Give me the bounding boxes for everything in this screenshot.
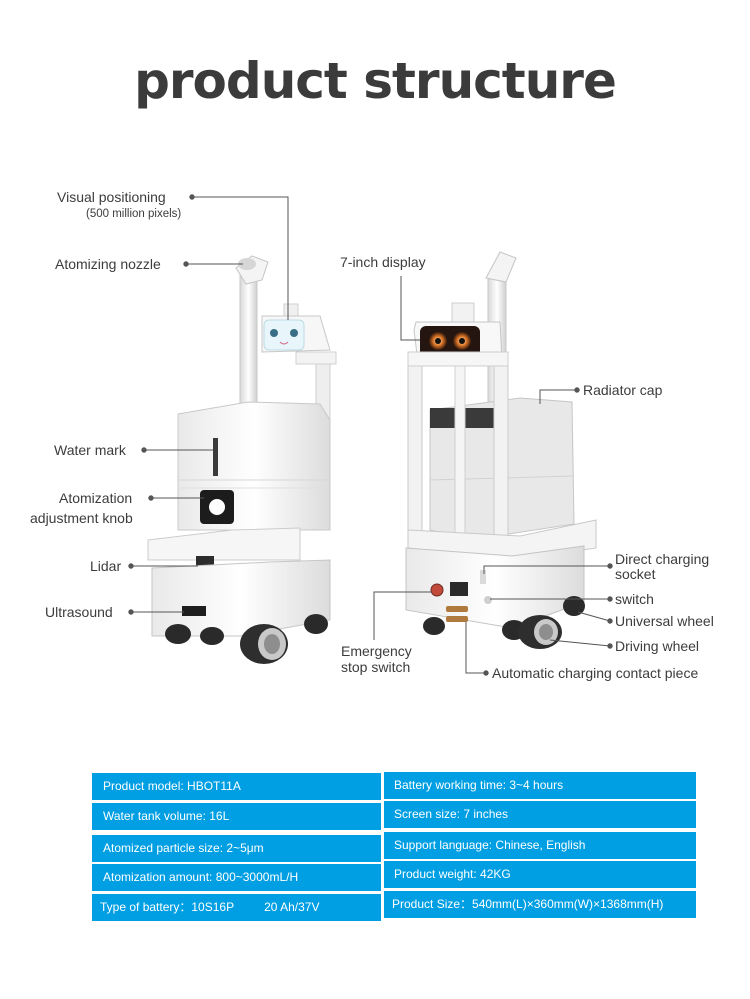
label-atomization-knob-line1: Atomization	[59, 490, 133, 506]
label-direct-charging-line1: Direct charging	[615, 551, 710, 567]
label-universal-wheel: Universal wheel	[615, 613, 714, 629]
spec-particle-size: Atomized particle size: 2~5μm	[92, 835, 381, 862]
spec-battery-capacity: 20 Ah/37V	[264, 900, 320, 914]
label-direct-charging-line2: socket	[615, 566, 656, 582]
spec-product-model: Product model: HBOT11A	[92, 773, 381, 800]
spec-product-size: Product Size：540mm(L)×360mm(W)×1368mm(H)	[384, 891, 696, 918]
label-automatic-charging: Automatic charging contact piece	[492, 665, 699, 681]
callout-leader-lines	[128, 194, 613, 676]
label-7-inch-display: 7-inch display	[340, 254, 426, 270]
spec-battery-time: Battery working time: 3~4 hours	[384, 772, 696, 799]
label-switch: switch	[615, 591, 654, 607]
label-emergency-line2: stop switch	[341, 659, 411, 675]
spec-screen-size: Screen size: 7 inches	[384, 801, 696, 828]
spec-water-tank: Water tank volume: 16L	[92, 803, 381, 830]
label-radiator-cap: Radiator cap	[583, 382, 663, 398]
label-ultrasound: Ultrasound	[45, 604, 113, 620]
spec-language: Support language: Chinese, English	[384, 832, 696, 859]
spec-atomization-amount: Atomization amount: 800~3000mL/H	[92, 864, 381, 891]
label-visual-positioning: Visual positioning	[57, 189, 166, 205]
spec-weight: Product weight: 42KG	[384, 861, 696, 888]
label-driving-wheel: Driving wheel	[615, 638, 700, 654]
label-lidar: Lidar	[90, 558, 122, 574]
label-atomizing-nozzle: Atomizing nozzle	[55, 256, 161, 272]
label-emergency-line1: Emergency	[341, 643, 412, 659]
spec-table: Product model: HBOT11A Water tank volume…	[92, 770, 696, 921]
left-robot	[147, 255, 337, 664]
label-atomization-knob-line2: adjustment knob	[30, 510, 133, 526]
page-title: product structure	[134, 52, 617, 110]
label-visual-positioning-sub: (500 million pixels)	[86, 208, 182, 220]
spec-battery-type: Type of battery：10S16P	[100, 900, 235, 914]
spec-battery-type-cell: Type of battery：10S16P 20 Ah/37V	[92, 894, 381, 921]
label-water-mark: Water mark	[54, 442, 126, 458]
